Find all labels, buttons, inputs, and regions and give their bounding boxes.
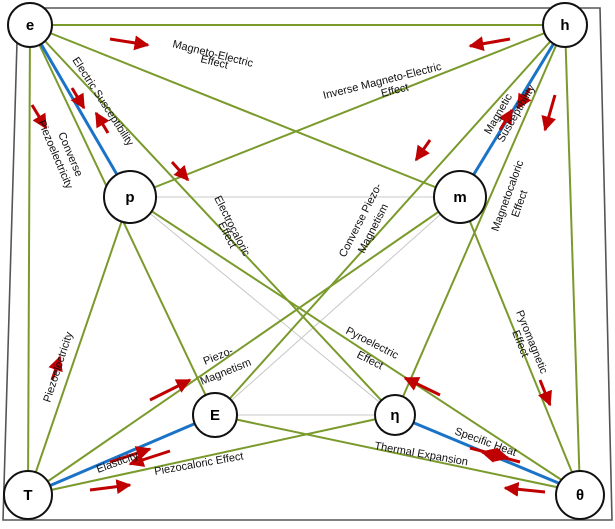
arrow-magneto-electric (109, 35, 150, 51)
arrow-pyroelectric (403, 376, 441, 397)
node-eta: η (374, 394, 416, 436)
node-E-label: E (210, 407, 220, 424)
blue-lines (27, 24, 581, 497)
node-T: T (3, 470, 53, 520)
arrow-pyromagnetic (538, 379, 552, 407)
node-h-label: h (560, 17, 569, 34)
arrow-inverse-magneto-electric (468, 36, 511, 52)
node-h: h (542, 2, 588, 48)
node-p: p (103, 170, 157, 224)
arrow-e-p-1 (70, 87, 86, 110)
arrow-h-m-1 (516, 87, 532, 110)
line-e-p (28, 24, 132, 198)
line-m-theta (459, 196, 581, 493)
line-p-theta (129, 196, 581, 493)
grey-line-p-eta (129, 196, 396, 416)
node-E: E (192, 392, 238, 438)
arrow-converse-piezoelectricity (30, 104, 48, 130)
line-h-eta (394, 24, 566, 416)
line-eta-T (27, 414, 396, 496)
arrow-thermal-expansion (503, 481, 546, 497)
green-lines (27, 24, 581, 496)
label-piezocaloric: Piezocaloric Effect (153, 450, 244, 477)
line-E-T (27, 413, 216, 497)
arrow-h-m-2 (498, 108, 514, 131)
line-e-T-edge (27, 24, 31, 496)
node-e-label: e (26, 17, 34, 34)
label-thermal-expansion: Thermal Expansion (373, 440, 468, 468)
node-p-label: p (125, 189, 134, 206)
arrow-elasticity-2 (128, 449, 171, 467)
edge-labels: Magneto-Electric Effect Inverse Magneto-… (35, 38, 549, 478)
arrow-piezocaloric (89, 479, 132, 495)
line-E-theta (214, 414, 581, 493)
arrow-e-p-2 (94, 111, 110, 134)
line-h-theta-edge (564, 24, 581, 493)
arrow-converse-piezomagnetism (414, 139, 432, 162)
line-e-m (29, 24, 461, 198)
node-eta-label: η (390, 407, 399, 424)
node-m: m (433, 170, 487, 224)
line-h-E (214, 24, 566, 416)
arrow-piezomagnetism (149, 378, 192, 402)
arrow-specific-heat-2 (480, 448, 521, 464)
grey-line-m-E (214, 196, 461, 416)
arrow-electrocaloric (170, 161, 190, 182)
direction-arrows (30, 35, 557, 497)
node-theta: θ (555, 470, 605, 520)
node-m-label: m (453, 189, 466, 206)
line-e-eta (29, 24, 396, 416)
label-piezoelectricity: Piezoelectricity (41, 330, 75, 404)
line-h-p (129, 24, 566, 198)
outer-frame (2, 7, 613, 521)
line-p-T (27, 196, 131, 496)
grey-lines (27, 24, 581, 496)
node-T-label: T (23, 487, 32, 504)
node-theta-label: θ (576, 487, 584, 504)
line-m-T (27, 196, 461, 496)
node-e: e (7, 2, 53, 48)
arrow-magnetocaloric (541, 94, 557, 132)
arrow-piezoelectricity (48, 355, 63, 381)
